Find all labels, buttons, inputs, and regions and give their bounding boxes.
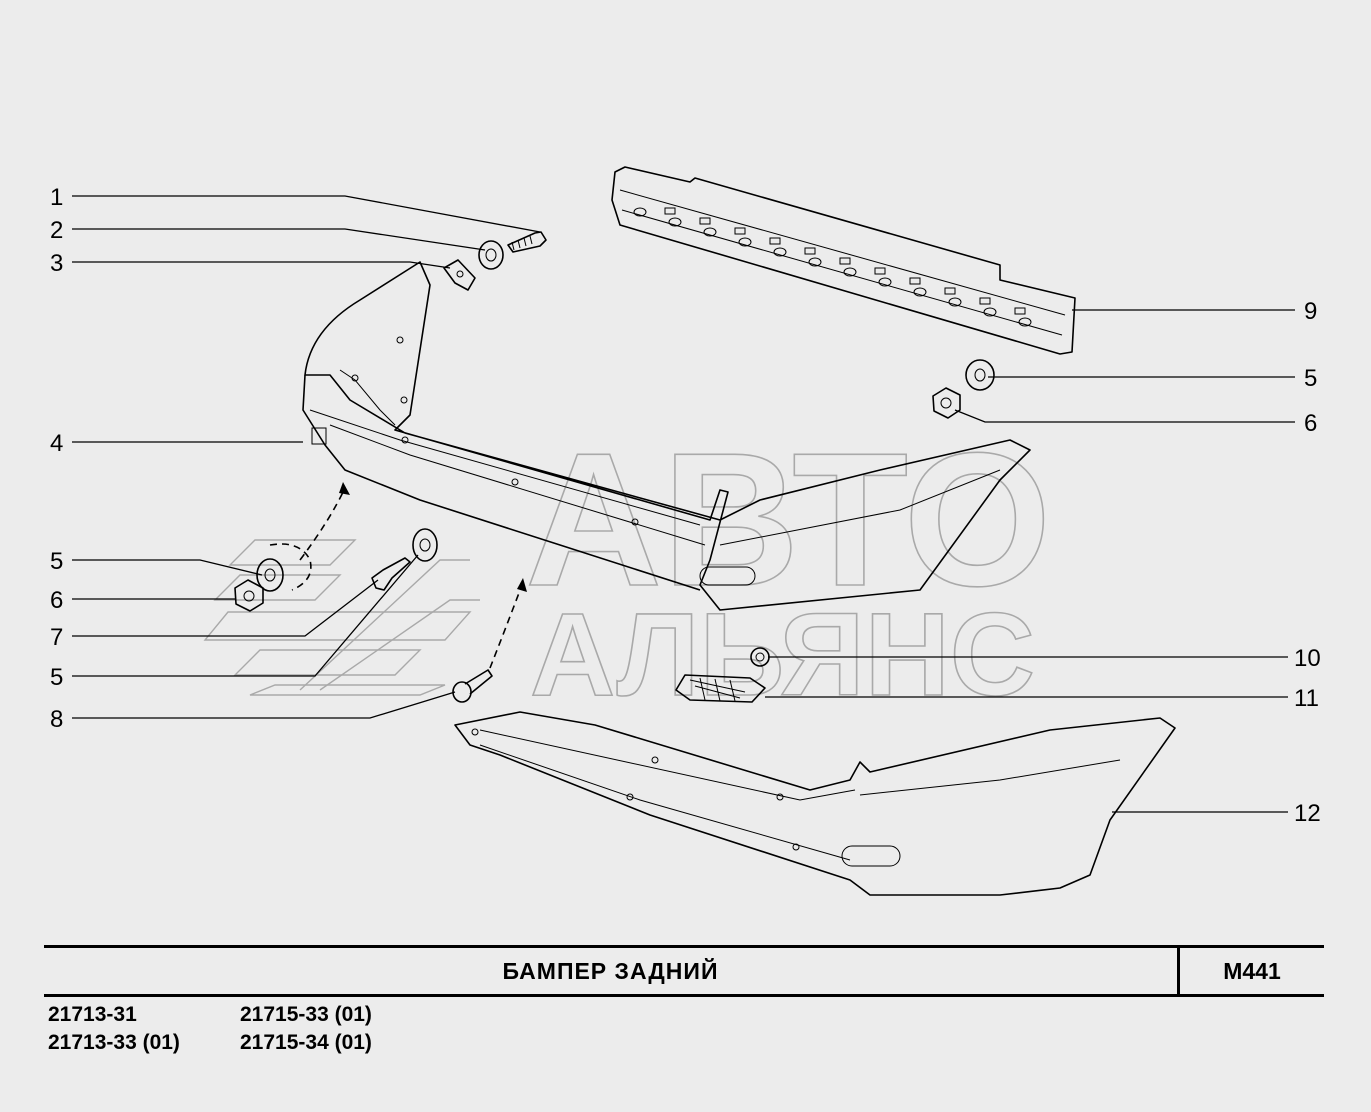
part-4-bumper-frame (302, 261, 1031, 611)
callout-5-a: 5 (50, 548, 63, 575)
leader-lines (72, 195, 1295, 813)
callout-1: 1 (50, 184, 63, 211)
part-6-nut-top (932, 387, 961, 419)
watermark: АВТО АЛЬЯНС (203, 413, 1052, 722)
diagram-title: БАМПЕР ЗАДНИЙ (502, 958, 719, 984)
part-12-bumper-cover (454, 711, 1176, 896)
sheet-code: М441 (1223, 958, 1281, 984)
callout-9: 9 (1304, 298, 1317, 325)
callout-6-b: 6 (1304, 410, 1317, 437)
callout-8: 8 (50, 706, 63, 733)
callout-5-b: 5 (50, 664, 63, 691)
model-code: 21715-33 (01) (240, 1003, 372, 1026)
watermark-logo (203, 539, 480, 696)
part-5-washer-top (965, 359, 995, 391)
model-code: 21713-31 (48, 1003, 137, 1026)
callout-5-c: 5 (1304, 365, 1317, 392)
model-code: 21713-33 (01) (48, 1031, 180, 1054)
title-divider (1177, 948, 1180, 994)
part-6-nut-left (234, 579, 264, 612)
callout-11: 11 (1294, 685, 1319, 712)
part-3-clip (443, 259, 476, 291)
part-8-clip (452, 669, 493, 703)
title-block: БАМПЕР ЗАДНИЙ М441 (44, 945, 1324, 997)
part-2-washer (478, 240, 504, 270)
assembly-paths (269, 482, 527, 669)
callout-4: 4 (50, 430, 63, 457)
callout-6-a: 6 (50, 587, 63, 614)
part-1-screw (507, 231, 547, 253)
part-5-washer-middle (412, 528, 438, 562)
model-code: 21715-34 (01) (240, 1031, 372, 1054)
watermark-line2: АЛЬЯНС (530, 589, 1035, 721)
part-5-washer-left (256, 558, 284, 592)
part-11-reflector (675, 674, 766, 703)
part-7-bolt (371, 557, 411, 591)
callouts-left: 1 2 3 4 5 6 7 5 8 (50, 184, 63, 733)
callout-3: 3 (50, 250, 63, 277)
callout-7: 7 (50, 624, 63, 651)
callout-10: 10 (1294, 645, 1321, 672)
callouts-right: 9 5 6 10 11 12 (1294, 298, 1321, 827)
watermark-line1: АВТО (525, 414, 1051, 626)
part-9-bumper-reinforcement (611, 166, 1076, 355)
callout-12: 12 (1294, 800, 1321, 827)
callout-2: 2 (50, 217, 63, 244)
